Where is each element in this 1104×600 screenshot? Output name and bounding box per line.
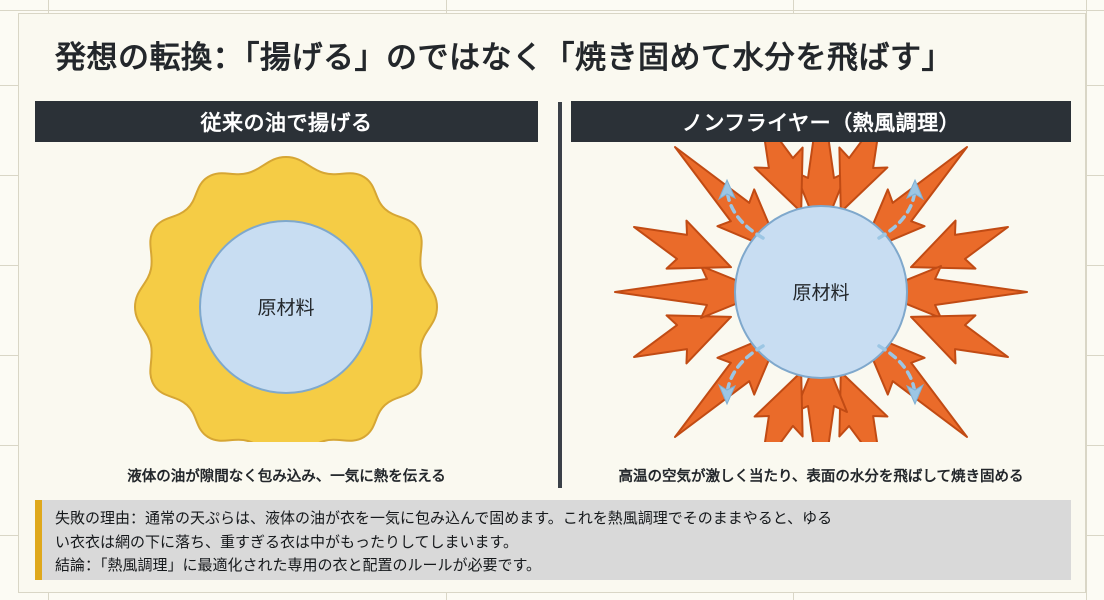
hot-air-convection-svg: 原材料 [614, 85, 1028, 499]
note-line: い衣衣は網の下に落ち、重すぎる衣は中がもったりしてしまいます。 [55, 533, 519, 551]
note-line: 失敗の理由：通常の天ぷらは、液体の油が衣を一気に包み込んで固めます。これを熱風調… [55, 510, 833, 527]
panel-divider [558, 102, 562, 488]
note-accent-bar [35, 500, 42, 580]
note-line: 結論：「熱風調理」に最適化された専用の衣と配置のルールが必要です。 [55, 557, 542, 575]
oil-envelope-svg: 原材料 [134, 156, 438, 458]
conclusion-note-box: 失敗の理由：通常の天ぷらは、液体の油が衣を一気に包み込んで固めます。これを熱風調… [35, 500, 1071, 580]
panel-left-caption: 液体の油が隙間なく包み込み、一気に熱を伝える [127, 469, 446, 485]
hot-air-convection-figure: 原材料 [571, 85, 1071, 499]
panel-air-fryer: ノンフライヤー（熱風調理） [571, 85, 1071, 499]
slide-card: 発想の転換：「揚げる」のではなく「焼き固めて水分を飛ばす」 従来の油で揚げる 原… [18, 13, 1086, 593]
core-label: 原材料 [792, 282, 849, 304]
oil-envelope-figure: 原材料 [35, 142, 557, 458]
panel-right-caption: 高温の空気が激しく当たり、表面の水分を飛ばして焼き固める [618, 469, 1024, 485]
note-text: 失敗の理由：通常の天ぷらは、液体の油が衣を一気に包み込んで固めます。これを熱風調… [55, 507, 1059, 578]
panel-left-header: 従来の油で揚げる [35, 101, 538, 142]
page-title: 発想の転換：「揚げる」のではなく「焼き固めて水分を飛ばす」 [55, 40, 953, 75]
core-label: 原材料 [257, 297, 314, 319]
panel-conventional-frying: 従来の油で揚げる 原材料 液体の油が隙間なく包み込み、一気に熱を伝える [35, 101, 557, 486]
panel-right-header: ノンフライヤー（熱風調理） [571, 101, 1071, 142]
